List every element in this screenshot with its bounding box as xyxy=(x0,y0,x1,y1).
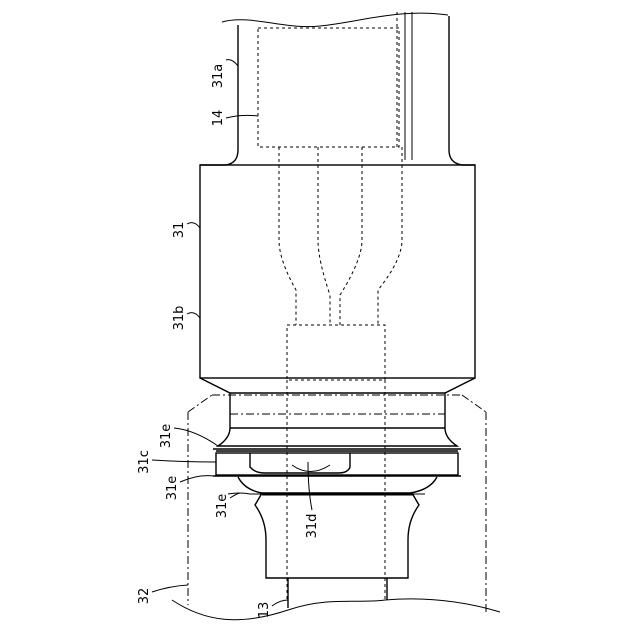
label-14-text: 14 xyxy=(211,110,226,127)
label-31e-mid: 31e xyxy=(165,476,214,501)
label-32-text: 32 xyxy=(137,588,152,605)
label-31e-low-text: 31e xyxy=(215,494,230,519)
shaft-31a xyxy=(200,12,475,165)
neck-flange xyxy=(213,393,461,476)
component-14 xyxy=(258,12,399,150)
label-31c: 31c xyxy=(137,450,216,474)
label-32: 32 xyxy=(137,585,188,604)
label-31a: 31a xyxy=(211,60,238,89)
label-14: 14 xyxy=(211,110,258,127)
label-31d-text: 31d xyxy=(305,514,320,539)
label-31b-text: 31b xyxy=(172,306,187,331)
label-31e-top-text: 31e xyxy=(159,424,174,449)
label-31a-text: 31a xyxy=(211,64,226,89)
label-13: 13 xyxy=(257,600,288,618)
label-13-text: 13 xyxy=(257,602,272,619)
body-31 xyxy=(200,165,475,393)
label-31b: 31b xyxy=(172,306,200,331)
label-31-text: 31 xyxy=(172,222,187,239)
label-31e-low: 31e xyxy=(215,493,240,518)
label-31c-text: 31c xyxy=(137,450,152,474)
lower-shaft-13 xyxy=(228,477,437,608)
internal-wiring xyxy=(279,147,402,600)
label-31e-mid-text: 31e xyxy=(165,476,180,501)
label-31: 31 xyxy=(172,222,200,239)
